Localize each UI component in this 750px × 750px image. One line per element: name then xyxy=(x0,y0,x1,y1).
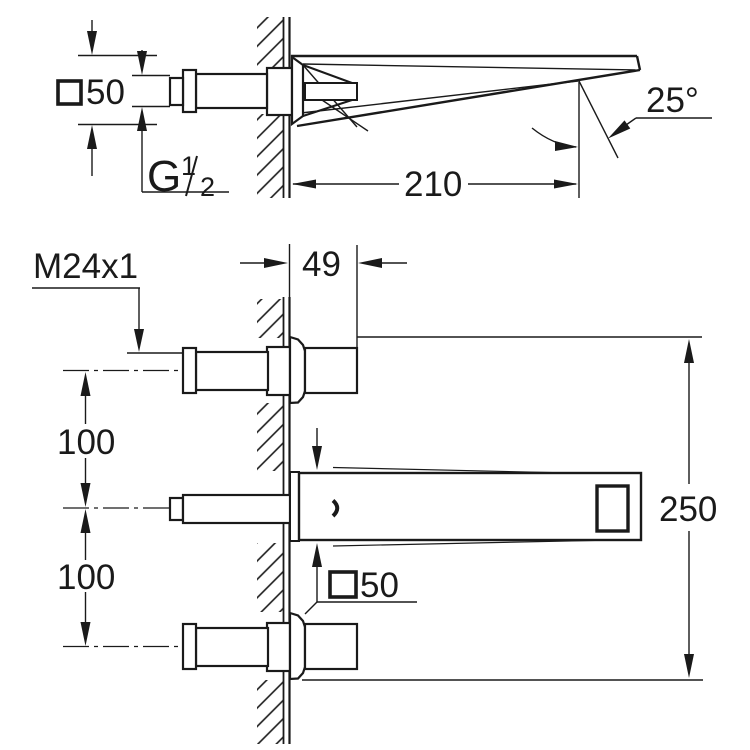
lower-valve-plan xyxy=(181,611,359,681)
square-symbol-icon xyxy=(56,79,83,106)
valve-thread-callout: M24x1 xyxy=(32,247,183,354)
thread-g-denominator: 2 xyxy=(200,172,215,202)
centerlines xyxy=(63,369,187,648)
spout-profile xyxy=(290,54,642,132)
spout-reach-label: 210 xyxy=(404,165,462,204)
upper-valve-escutcheon xyxy=(288,335,307,405)
lower-spacing-label: 100 xyxy=(57,558,115,597)
spout-escutcheon-plan xyxy=(289,471,300,542)
escutcheon-size-label-side: 50 xyxy=(86,73,125,112)
square-symbol-icon xyxy=(328,570,358,599)
spout-plan xyxy=(168,466,643,547)
overall-span-dimension: 250 xyxy=(302,336,717,681)
spout-nozzle xyxy=(304,82,358,101)
spout-escutcheon-profile xyxy=(290,54,305,127)
thread-g-dimension: G 1 2 xyxy=(132,50,229,202)
thread-g-letter: G xyxy=(147,152,181,201)
spray-angle-label: 25° xyxy=(646,81,699,120)
upper-valve-plan xyxy=(181,335,359,405)
valve-thread-label: M24x1 xyxy=(33,247,138,286)
reach-dimension: 210 xyxy=(292,165,578,204)
escutcheon-dimension-side: 50 xyxy=(56,20,157,176)
aerator-window xyxy=(595,484,630,533)
lower-valve-escutcheon xyxy=(288,611,307,681)
wall-section-side-view xyxy=(257,17,291,198)
spray-angle-dimension: 25° xyxy=(531,80,712,198)
spacing-dimension-upper: 100 xyxy=(57,372,115,507)
wall-depth-dimension: 49 xyxy=(240,245,407,347)
escutcheon-size-label-plan: 50 xyxy=(360,566,399,605)
lower-valve-body xyxy=(303,622,359,671)
spacing-dimension-lower: 100 xyxy=(57,509,115,646)
escutcheon-dimension-plan: 50 xyxy=(304,428,417,615)
overall-span-label: 250 xyxy=(659,490,717,529)
spout-body-plan xyxy=(297,471,643,542)
wall-to-body-label: 49 xyxy=(302,245,341,284)
upper-spacing-label: 100 xyxy=(57,423,115,462)
spout-inlet-mark xyxy=(331,499,340,518)
supply-pipe-side-view xyxy=(168,66,294,117)
upper-valve-body xyxy=(303,346,359,395)
